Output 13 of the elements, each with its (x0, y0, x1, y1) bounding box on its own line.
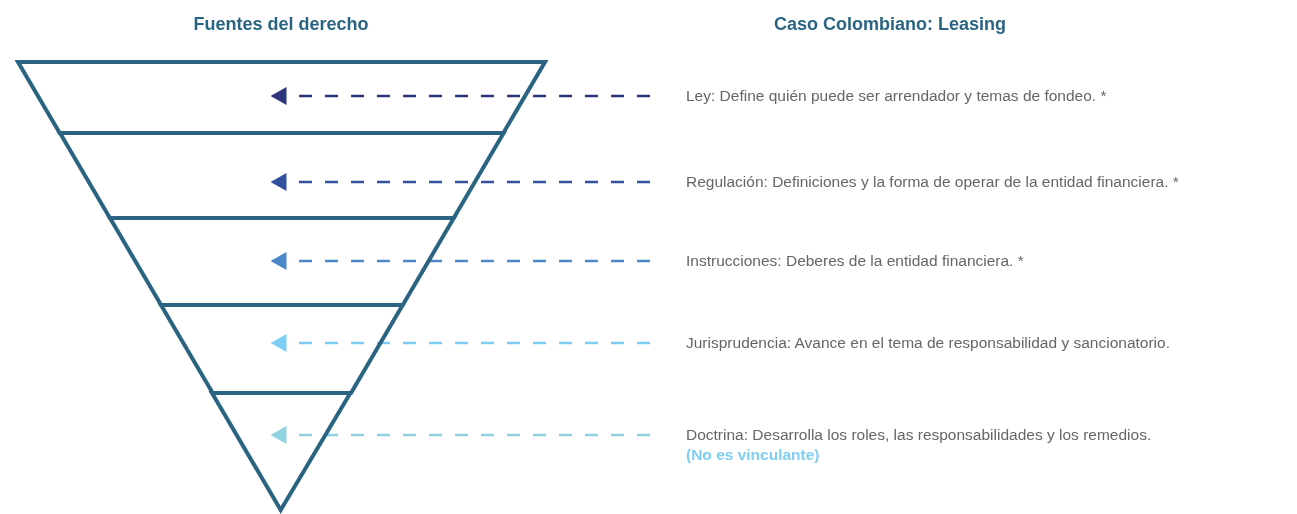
column-heading: Fuentes del derecho (193, 14, 369, 35)
dashed-arrow (270, 426, 650, 444)
text-label: Doctrina: Desarrolla los roles, las responsabilidades y los remedios. (686, 425, 1152, 445)
dashed-arrow (270, 173, 650, 191)
text-label: Instrucciones: Deberes de la entidad financiera. * (686, 251, 1024, 271)
text-label: Ley: Define quién puede ser arrendador y temas de fondeo. * (686, 86, 1107, 106)
column-heading: Caso Colombiano: Leasing (774, 14, 1007, 35)
text-label: Regulación: Definiciones y la forma de operar de la entidad financiera. * (686, 172, 1179, 192)
dashed-arrow (270, 87, 650, 105)
dashed-arrow (270, 334, 650, 352)
dashed-arrow (270, 252, 650, 270)
text-label: Jurisprudencia: Avance en el tema de responsabilidad y sancionatorio. (686, 333, 1170, 353)
note-label: (No es vinculante) (686, 445, 820, 465)
